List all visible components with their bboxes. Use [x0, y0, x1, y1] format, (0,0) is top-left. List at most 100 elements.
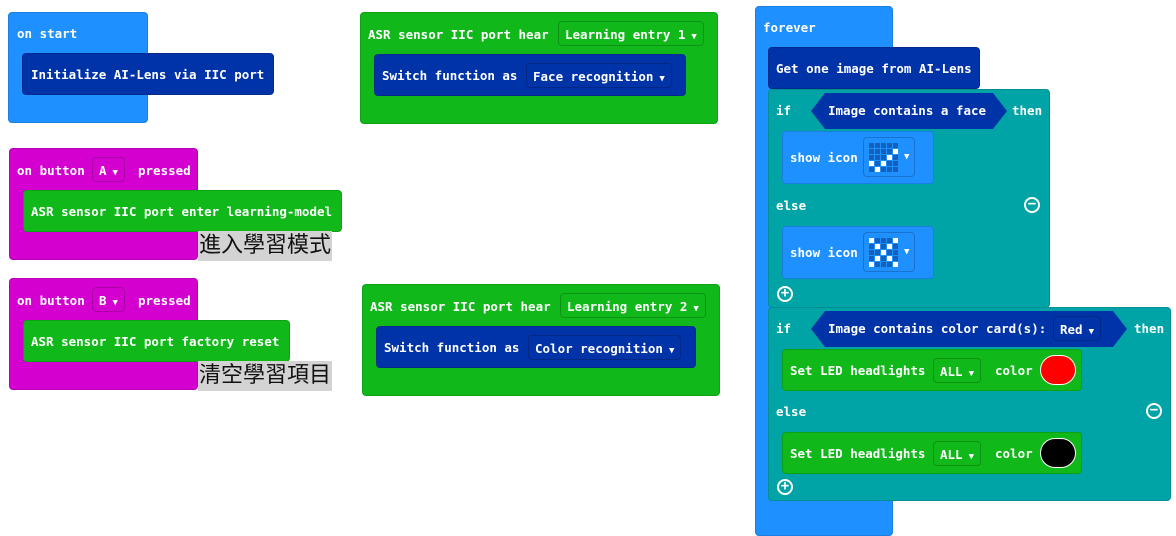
switch-function-label: Switch function as: [382, 68, 518, 83]
chevron-down-icon: ▼: [968, 369, 974, 379]
led-pixel: [875, 148, 880, 154]
led-dropdown[interactable]: ALL ▼: [933, 358, 981, 383]
led-pixel: [893, 166, 898, 172]
initialize-ai-lens-block[interactable]: Initialize AI-Lens via IIC port: [22, 53, 274, 95]
color-label: color: [995, 363, 1033, 378]
factory-reset-label: ASR sensor IIC port factory reset: [31, 334, 280, 349]
set-led-label: Set LED headlights: [790, 446, 926, 461]
led-pixel: [893, 243, 898, 249]
led-pixel: [893, 142, 898, 148]
led-pixel: [875, 142, 880, 148]
led-pixel: [893, 249, 898, 255]
set-led-red-block[interactable]: Set LED headlights ALL ▼ color: [782, 349, 1082, 391]
led-value: ALL: [940, 447, 963, 462]
pressed-label: pressed: [138, 293, 191, 308]
button-dropdown[interactable]: A▼: [92, 157, 125, 182]
led-pixel: [881, 255, 886, 261]
set-led-black-block[interactable]: Set LED headlights ALL ▼ color: [782, 432, 1082, 474]
led-pixel: [869, 142, 874, 148]
chevron-down-icon: ▼: [112, 298, 118, 308]
led-pixel: [893, 261, 898, 267]
get-image-block[interactable]: Get one image from AI-Lens: [768, 47, 980, 89]
if-label: if: [776, 103, 792, 118]
button-value: A: [99, 163, 107, 178]
led-pixel: [881, 261, 886, 267]
show-icon-label: show icon: [790, 245, 858, 260]
chevron-down-icon: ▼: [904, 246, 910, 257]
color-card-condition[interactable]: Image contains color card(s): Red▼: [811, 311, 1127, 347]
icon-dropdown[interactable]: ▼: [863, 137, 916, 177]
led-pixel: [887, 255, 892, 261]
enter-learning-block[interactable]: ASR sensor IIC port enter learning-model: [23, 190, 342, 232]
chevron-down-icon: ▼: [112, 168, 118, 178]
icon-dropdown[interactable]: ▼: [863, 232, 916, 272]
remove-else-icon[interactable]: −: [1024, 197, 1040, 213]
led-pixel: [887, 160, 892, 166]
led-pixel: [887, 237, 892, 243]
function-dropdown[interactable]: Color recognition▼: [528, 335, 682, 360]
led-pixel: [887, 249, 892, 255]
function-dropdown[interactable]: Face recognition▼: [526, 63, 672, 88]
led-pixel: [893, 160, 898, 166]
led-pixel: [869, 166, 874, 172]
entry-value: Learning entry 1: [565, 27, 686, 42]
switch-function-block[interactable]: Switch function as Color recognition▼: [376, 326, 696, 368]
led-pixel: [881, 249, 886, 255]
learning-entry-dropdown[interactable]: Learning entry 2 ▼: [560, 293, 706, 318]
led-pixel: [869, 154, 874, 160]
led-pixel: [881, 160, 886, 166]
chevron-down-icon: ▼: [693, 304, 699, 314]
led-pixel: [875, 255, 880, 261]
led-pixel: [869, 237, 874, 243]
led-pixel: [887, 154, 892, 160]
chevron-down-icon: ▼: [668, 346, 675, 356]
face-condition[interactable]: Image contains a face: [811, 93, 1007, 129]
led-pixel: [875, 261, 880, 267]
else-label: else: [776, 404, 807, 419]
led-pixel: [887, 148, 892, 154]
set-led-label: Set LED headlights: [790, 363, 926, 378]
comment-label: 進入學習模式: [198, 231, 333, 261]
color-card-dropdown[interactable]: Red▼: [1053, 316, 1101, 341]
led-pixel: [869, 148, 874, 154]
led-pixel: [875, 160, 880, 166]
on-button-label: on button: [17, 293, 85, 308]
switch-function-block[interactable]: Switch function as Face recognition▼: [374, 54, 686, 96]
enter-learning-label: ASR sensor IIC port enter learning-model: [31, 204, 333, 219]
led-pixel: [869, 243, 874, 249]
color-label: color: [995, 446, 1033, 461]
then-label: then: [1134, 321, 1165, 336]
switch-function-label: Switch function as: [384, 340, 520, 355]
factory-reset-block[interactable]: ASR sensor IIC port factory reset: [23, 320, 290, 362]
led-pixel: [869, 160, 874, 166]
led-dropdown[interactable]: ALL ▼: [933, 441, 981, 466]
pressed-label: pressed: [138, 163, 191, 178]
led-pixel: [881, 237, 886, 243]
show-icon-block[interactable]: show icon ▼: [782, 131, 934, 184]
chevron-down-icon: ▼: [1088, 327, 1094, 337]
color-swatch-red[interactable]: [1040, 355, 1076, 385]
led-pixel: [887, 142, 892, 148]
function-value: Face recognition: [533, 69, 654, 84]
entry-value: Learning entry 2: [567, 299, 688, 314]
led-pixel: [875, 243, 880, 249]
led-pixel: [893, 148, 898, 154]
asr-hear-label: ASR sensor IIC port hear: [370, 299, 551, 314]
remove-else-icon[interactable]: −: [1146, 403, 1162, 419]
color-swatch-black[interactable]: [1040, 438, 1076, 468]
led-value: ALL: [940, 364, 963, 379]
show-icon-block[interactable]: show icon ▼: [782, 226, 934, 279]
cross-icon: [869, 237, 898, 267]
led-pixel: [875, 154, 880, 160]
led-pixel: [875, 166, 880, 172]
chevron-down-icon: ▼: [968, 452, 974, 462]
add-else-icon[interactable]: +: [777, 479, 793, 495]
led-pixel: [893, 255, 898, 261]
led-pixel: [875, 237, 880, 243]
learning-entry-dropdown[interactable]: Learning entry 1▼: [558, 21, 704, 46]
button-dropdown[interactable]: B▼: [92, 287, 125, 312]
led-pixel: [887, 243, 892, 249]
add-else-icon[interactable]: +: [777, 286, 793, 302]
led-pixel: [881, 142, 886, 148]
chevron-down-icon: ▼: [904, 151, 910, 162]
